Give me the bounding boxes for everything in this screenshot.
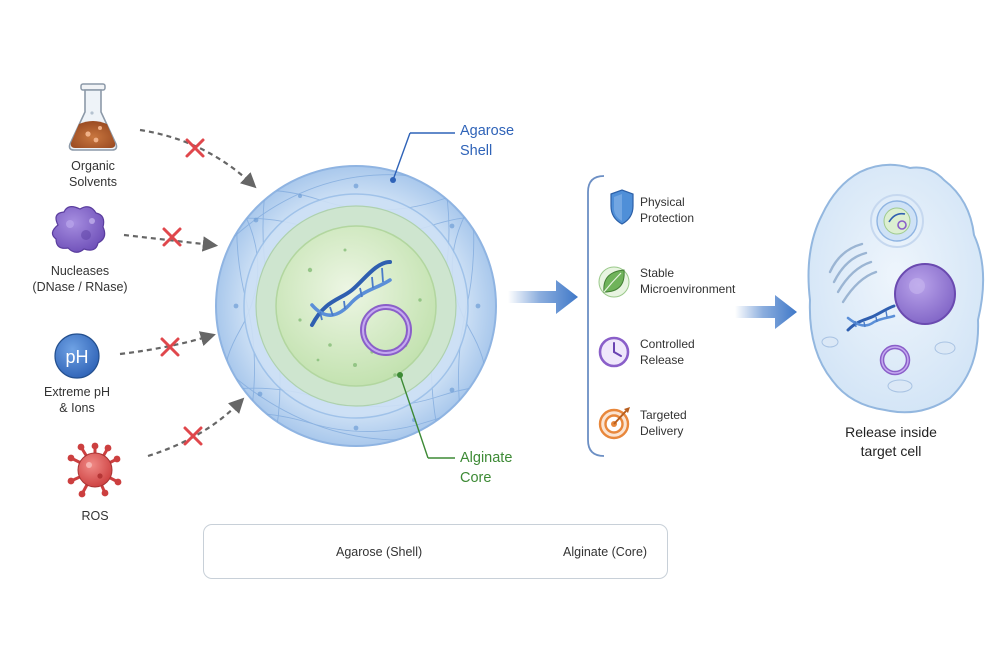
capsule bbox=[215, 132, 497, 459]
cell-caption-line: target cell bbox=[860, 443, 922, 459]
benefit-label-microenvironment: Stable Microenvironment bbox=[640, 265, 735, 297]
benefit-line: Release bbox=[640, 353, 685, 367]
threat-label-solvents: Organic Solvents bbox=[48, 158, 138, 190]
threat-label-ph: Extreme pH & Ions bbox=[30, 384, 124, 416]
block-x-icon bbox=[185, 138, 205, 158]
benefit-line: Protection bbox=[640, 211, 695, 225]
block-x-icon bbox=[160, 337, 180, 357]
benefit-line: Physical bbox=[640, 195, 685, 209]
capsule-uptake bbox=[870, 194, 924, 248]
endoplasmic-reticulum bbox=[828, 242, 878, 304]
benefit-line: Stable bbox=[640, 266, 675, 280]
threat-label-line: (DNase / RNase) bbox=[32, 280, 128, 294]
threat-label-line: Nucleases bbox=[50, 264, 110, 278]
cell-caption-line: Release inside bbox=[845, 424, 937, 440]
threat-label-line: Extreme pH bbox=[44, 385, 110, 399]
shell-dots bbox=[233, 183, 481, 431]
nuclease-icon bbox=[51, 206, 106, 253]
clock-icon bbox=[598, 336, 630, 368]
flow-arrow-to-cell bbox=[735, 295, 797, 329]
legend-label-core: Alginate (Core) bbox=[563, 545, 648, 559]
threat-label-ros: ROS bbox=[50, 508, 140, 524]
benefit-label-protection: Physical Protection bbox=[640, 194, 694, 226]
benefit-line: Delivery bbox=[640, 424, 684, 438]
callout-line: Shell bbox=[460, 143, 493, 159]
legend-label-shell: Agarose (Shell) bbox=[336, 545, 423, 559]
leaf-icon bbox=[598, 266, 630, 298]
blocked-arrow-ros bbox=[147, 397, 245, 458]
ph-icon-text: pH bbox=[65, 347, 88, 367]
ph-icon: pH bbox=[54, 333, 100, 379]
block-x-icon bbox=[162, 227, 182, 247]
threat-label-nucleases: Nucleases (DNase / RNase) bbox=[28, 263, 132, 295]
threat-label-line: ROS bbox=[81, 509, 109, 523]
nucleus bbox=[894, 263, 956, 325]
shield-icon bbox=[610, 189, 634, 225]
cell-caption: Release inside target cell bbox=[826, 423, 956, 461]
shell-leader-line bbox=[392, 132, 411, 181]
target-cell bbox=[807, 163, 985, 414]
blocked-arrow-ph bbox=[119, 331, 216, 357]
plasmid-icon bbox=[879, 344, 911, 376]
threat-label-line: Organic bbox=[71, 159, 115, 173]
threat-label-line: & Ions bbox=[59, 401, 95, 415]
callout-line: Alginate bbox=[460, 450, 513, 466]
ros-icon bbox=[67, 442, 122, 498]
core-leader-line bbox=[399, 374, 429, 459]
target-icon bbox=[598, 407, 630, 440]
dna-helix-icon bbox=[310, 260, 392, 327]
block-x-icon bbox=[183, 426, 203, 446]
callout-line: Agarose bbox=[460, 123, 515, 139]
benefits-bracket bbox=[587, 175, 605, 457]
legend bbox=[203, 524, 668, 579]
benefit-line: Microenvironment bbox=[640, 282, 736, 296]
flask-icon bbox=[68, 83, 118, 151]
benefit-line: Controlled bbox=[640, 337, 695, 351]
callout-line: Core bbox=[460, 470, 492, 486]
benefit-label-release: Controlled Release bbox=[640, 336, 695, 368]
blocked-arrow-solvents bbox=[139, 128, 257, 189]
benefit-line: Targeted bbox=[640, 408, 687, 422]
flow-arrow-to-benefits bbox=[508, 280, 578, 314]
plasmid-icon bbox=[360, 304, 412, 356]
dna-helix-icon bbox=[846, 304, 896, 332]
agarose-shell-label: Agarose Shell bbox=[460, 121, 514, 161]
threat-label-line: Solvents bbox=[69, 175, 117, 189]
blocked-arrow-nucleases bbox=[123, 227, 219, 252]
benefit-label-delivery: Targeted Delivery bbox=[640, 407, 687, 439]
alginate-core-label: Alginate Core bbox=[460, 448, 512, 488]
